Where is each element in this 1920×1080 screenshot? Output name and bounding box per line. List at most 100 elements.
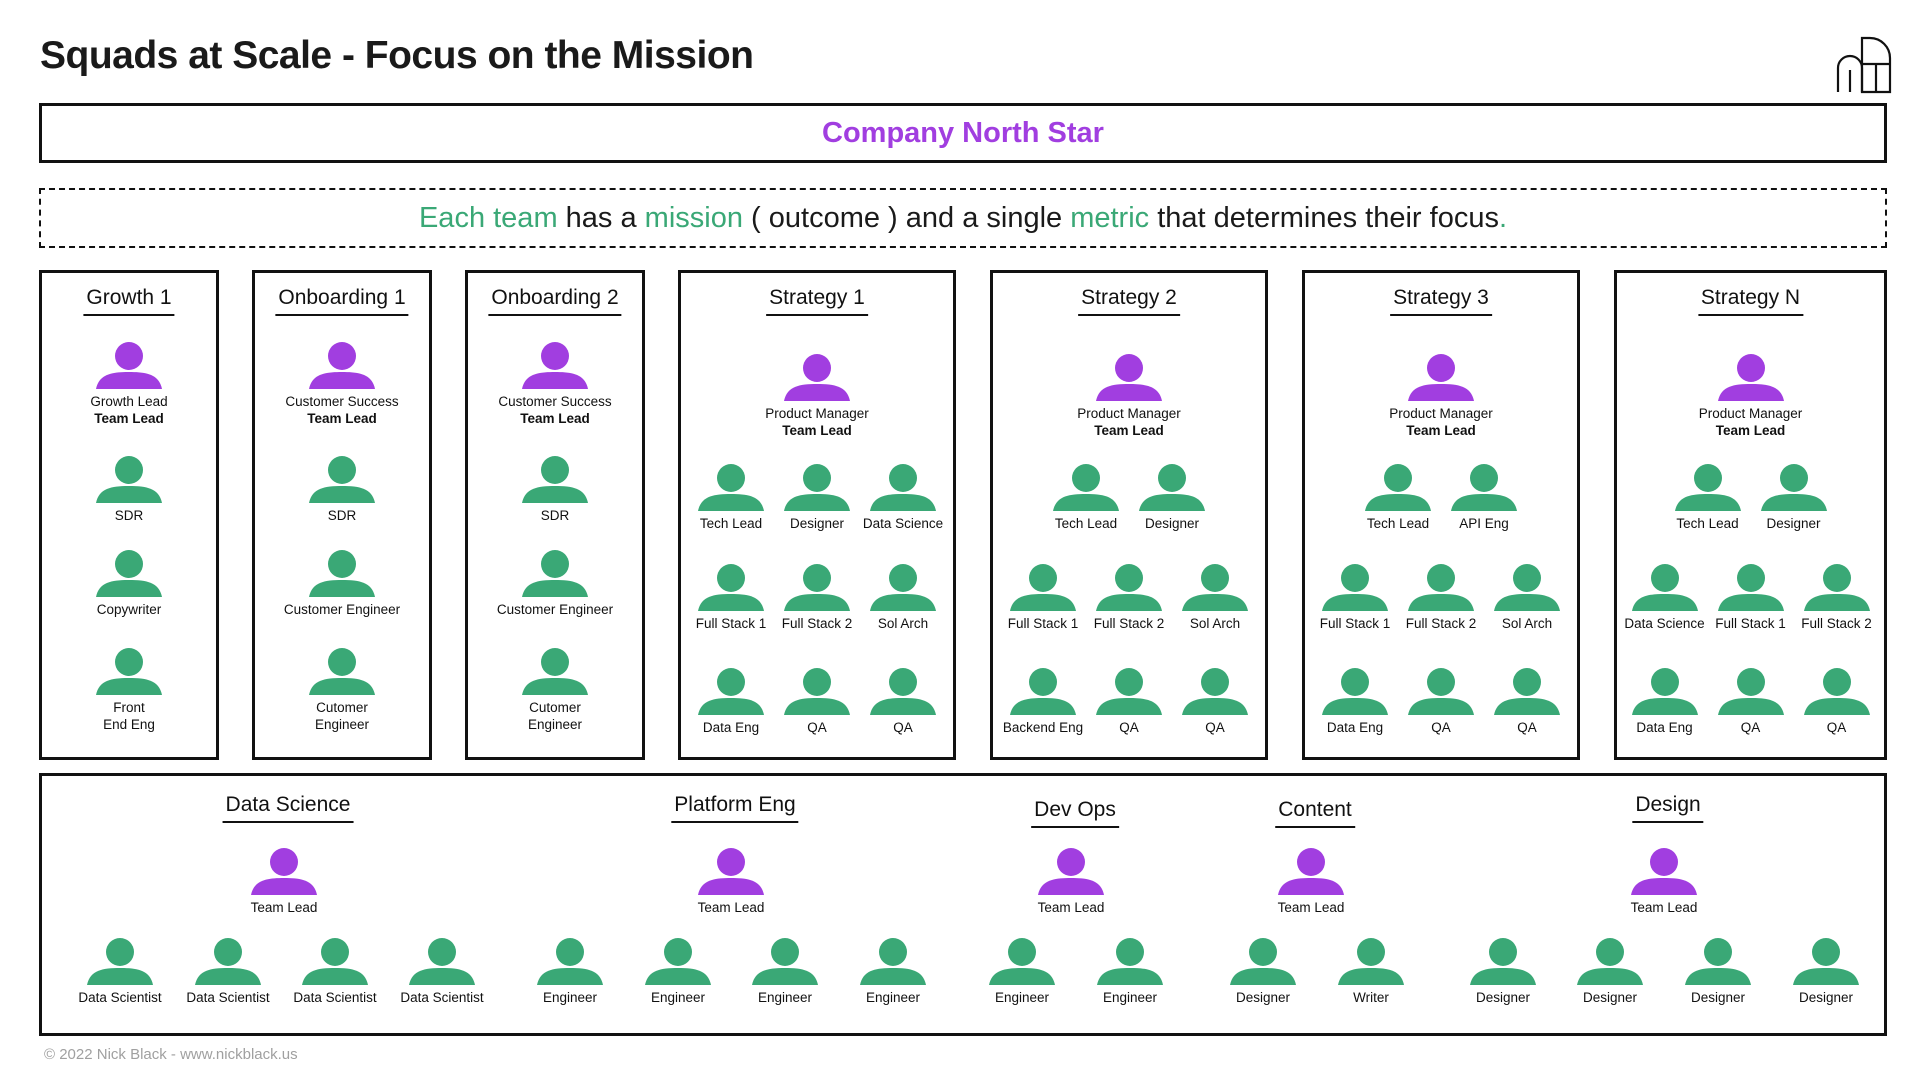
person-role-label: QA xyxy=(1205,720,1225,735)
person-role-label: QA xyxy=(1119,720,1139,735)
person-icon xyxy=(195,938,261,985)
chapter-title: Dev Ops xyxy=(1031,798,1119,828)
person-icon xyxy=(251,848,317,895)
team-member-person: Data Scientist xyxy=(164,938,292,1006)
team-member-person: Data Science xyxy=(839,464,967,532)
team-member-person: Data Eng xyxy=(667,668,795,736)
team-member-person: Data Scientist xyxy=(378,938,506,1006)
person-role-label: Tech Lead xyxy=(699,516,763,531)
person-icon xyxy=(1717,354,1784,401)
person-role-label: Designer xyxy=(1690,990,1746,1005)
person-role-label: Team Lead xyxy=(1277,900,1345,915)
team-member-person: SDR xyxy=(491,456,619,524)
person-role-label: Data Eng xyxy=(1326,720,1384,735)
team-member-person: Engineer xyxy=(829,938,957,1006)
person-icon xyxy=(698,848,764,895)
person-role-label: Designer xyxy=(1582,990,1638,1005)
person-role-label: Designer xyxy=(1475,990,1531,1005)
squad-box xyxy=(465,270,645,760)
person-role-label: QA xyxy=(1740,720,1761,735)
team-member-person: Full Stack 1 xyxy=(1687,564,1815,632)
person-role-label: Full Stack 1 xyxy=(1007,616,1079,631)
person-role-label: Cutomer xyxy=(316,700,368,715)
person-role-label: SDR xyxy=(327,508,357,523)
team-lead-label: Team Lead xyxy=(1715,423,1786,438)
person-icon xyxy=(309,550,375,597)
person-role-label: Front xyxy=(113,700,145,715)
team-lead-label: Team Lead xyxy=(520,411,590,426)
person-role-label: Team Lead xyxy=(1630,900,1698,915)
team-lead-person: Team Lead xyxy=(1247,848,1375,916)
person-role-label: Engineer xyxy=(542,990,598,1005)
team-member-person: QA xyxy=(1377,668,1505,736)
mission-plain: that determines their focus xyxy=(1149,201,1499,234)
copyright-footer: © 2022 Nick Black - www.nickblack.us xyxy=(44,1046,298,1063)
squad-title: Strategy N xyxy=(1697,286,1804,316)
team-member-person: Data Eng xyxy=(1291,668,1419,736)
person-role-label: QA xyxy=(1826,720,1847,735)
person-icon xyxy=(784,354,850,401)
team-member-person: API Eng xyxy=(1420,464,1548,532)
team-member-person: Designer xyxy=(1762,938,1890,1006)
person-role-label: Sol Arch xyxy=(1189,616,1241,631)
person-icon xyxy=(1053,464,1119,511)
person-icon xyxy=(309,456,375,503)
person-icon xyxy=(87,938,153,985)
person-icon xyxy=(96,456,162,503)
person-icon xyxy=(96,648,162,695)
person-icon xyxy=(1494,668,1560,715)
person-role-label: Copywriter xyxy=(96,602,162,617)
person-role-label: Growth Lead xyxy=(90,394,168,409)
person-role-label: Data Scientist xyxy=(400,990,484,1005)
person-icon xyxy=(1803,564,1870,611)
person-icon xyxy=(1408,668,1474,715)
person-icon xyxy=(1096,354,1162,401)
person-icon xyxy=(1322,668,1388,715)
team-member-person: SDR xyxy=(65,456,193,524)
person-role-label: Full Stack 1 xyxy=(1319,616,1391,631)
person-icon xyxy=(784,668,850,715)
team-member-person: Full Stack 1 xyxy=(979,564,1107,632)
team-member-person: Sol Arch xyxy=(1151,564,1279,632)
mission-highlight: mission xyxy=(644,201,743,234)
team-lead-person: Team Lead xyxy=(220,848,348,916)
team-member-person: Full Stack 1 xyxy=(1291,564,1419,632)
person-icon xyxy=(752,938,818,985)
person-icon xyxy=(1182,668,1248,715)
mission-highlight: . xyxy=(1498,201,1508,234)
person-icon xyxy=(1717,668,1784,715)
person-icon xyxy=(522,648,588,695)
person-icon xyxy=(96,342,162,389)
person-role-label: Team Lead xyxy=(1037,900,1105,915)
person-role-label: Customer Success xyxy=(498,394,612,409)
person-role-label: Engineer xyxy=(994,990,1050,1005)
team-member-person: Tech Lead xyxy=(1644,464,1772,532)
person-icon xyxy=(309,342,375,389)
north-star-banner: Company North Star xyxy=(39,103,1887,163)
person-role-label: QA xyxy=(893,720,913,735)
team-member-person: Designer xyxy=(753,464,881,532)
squad-title: Strategy 1 xyxy=(766,286,868,316)
team-lead-person: Team Lead xyxy=(1600,848,1728,916)
team-member-person: Engineer xyxy=(721,938,849,1006)
person-role-label: Designer xyxy=(1766,516,1821,531)
person-icon xyxy=(1631,668,1698,715)
team-member-person: Full Stack 2 xyxy=(753,564,881,632)
team-lead-label: Team Lead xyxy=(782,423,852,438)
person-icon xyxy=(1322,564,1388,611)
team-lead-label: Team Lead xyxy=(94,411,164,426)
team-member-person: Tech Lead xyxy=(1334,464,1462,532)
person-icon xyxy=(1139,464,1205,511)
person-role-label: Data Science xyxy=(862,516,944,531)
person-icon xyxy=(989,938,1055,985)
team-member-person: QA xyxy=(1065,668,1193,736)
team-member-person: Engineer xyxy=(1066,938,1194,1006)
person-role-label: Sol Arch xyxy=(1501,616,1553,631)
squad-box xyxy=(990,270,1268,760)
person-role-label: QA xyxy=(1431,720,1451,735)
squad-box xyxy=(39,270,219,760)
squad-title: Strategy 2 xyxy=(1078,286,1180,316)
